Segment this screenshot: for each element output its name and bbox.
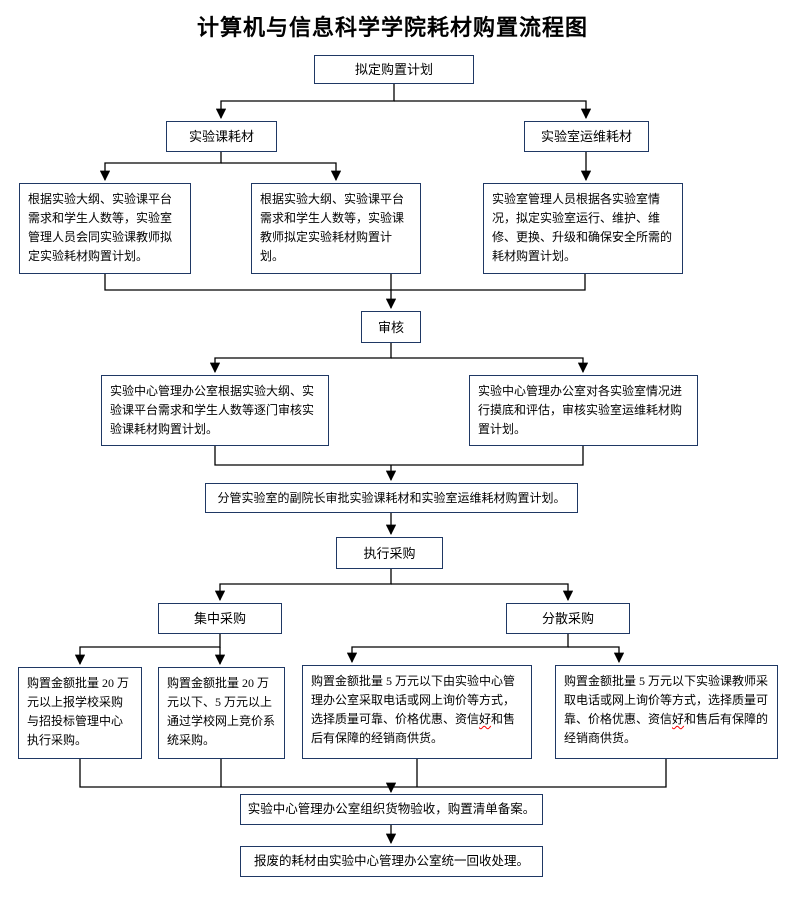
node-under-50k-office-inquiry: 购置金额批量 5 万元以下由实验中心管理办公室采取电话或网上询价等方式，选择质量… <box>302 665 532 759</box>
connector <box>214 569 392 602</box>
connector <box>214 446 584 466</box>
spellcheck-marked-word: 好 <box>672 712 685 726</box>
under-50k-teacher-text-post: 和售后有保障的经销商供货。 <box>564 712 769 745</box>
node-review: 审核 <box>361 311 421 343</box>
node-plan-by-course-teachers: 根据实验大纲、实验课平台需求和学生人数等，实验课教师拟定实验耗材购置计划。 <box>251 183 421 274</box>
connector <box>74 634 221 666</box>
connector <box>79 759 667 788</box>
node-execute-procurement: 执行采购 <box>336 537 443 569</box>
connector <box>568 646 625 664</box>
node-review-course-consumables: 实验中心管理办公室根据实验大纲、实验课平台需求和学生人数等逐门审核实验课耗材购置… <box>101 375 329 446</box>
node-vice-dean-approval: 分管实验室的副院长审批实验课耗材和实验室运维耗材购置计划。 <box>205 483 578 513</box>
connector <box>394 100 592 120</box>
node-centralized-procurement: 集中采购 <box>158 603 282 634</box>
node-draft-plan: 拟定购置计划 <box>314 55 474 84</box>
connector <box>391 583 574 602</box>
node-plan-by-lab-staff-with-teachers: 根据实验大纲、实验课平台需求和学生人数等，实验室管理人员会同实验课教师拟定实验耗… <box>19 183 191 274</box>
node-goods-acceptance-record: 实验中心管理办公室组织货物验收，购置清单备案。 <box>240 794 543 825</box>
node-review-ops-consumables: 实验中心管理办公室对各实验室情况进行摸底和评估，审核实验室运维耗材购置计划。 <box>469 375 698 446</box>
node-over-200k-tendering-center: 购置金额批量 20 万元以上报学校采购与招投标管理中心执行采购。 <box>18 667 142 759</box>
connector <box>209 343 392 374</box>
connector <box>391 357 589 374</box>
node-under-50k-teacher-inquiry: 购置金额批量 5 万元以下实验课教师采取电话或网上询价等方式，选择质量可靠、价格… <box>555 665 778 759</box>
spellcheck-marked-word: 好 <box>479 712 492 726</box>
node-50k-200k-online-bidding: 购置金额批量 20 万元以下、5 万元以上通过学校网上竞价系统采购。 <box>158 667 285 759</box>
connector <box>104 274 586 291</box>
node-scrap-recycling: 报废的耗材由实验中心管理办公室统一回收处理。 <box>240 846 543 877</box>
node-decentralized-procurement: 分散采购 <box>506 603 630 634</box>
under-50k-office-text-post: 和售后有保障的经销商供货。 <box>311 712 516 745</box>
under-50k-office-text-pre: 购置金额批量 5 万元以下由实验中心管理办公室采取电话或网上询价等方式，选择质量… <box>311 674 516 726</box>
connector <box>215 84 395 120</box>
node-lab-course-consumables: 实验课耗材 <box>166 121 277 152</box>
connector <box>221 162 342 182</box>
connector <box>346 634 569 664</box>
under-50k-teacher-text-pre: 购置金额批量 5 万元以下实验课教师采取电话或网上询价等方式，选择质量可靠、价格… <box>564 674 769 726</box>
page-title: 计算机与信息科学学院耗材购置流程图 <box>196 15 588 40</box>
node-lab-ops-consumables: 实验室运维耗材 <box>524 121 649 152</box>
connector <box>99 152 222 182</box>
node-plan-by-lab-managers-ops: 实验室管理人员根据各实验室情况，拟定实验室运行、维护、维修、更换、升级和确保安全… <box>483 183 683 274</box>
